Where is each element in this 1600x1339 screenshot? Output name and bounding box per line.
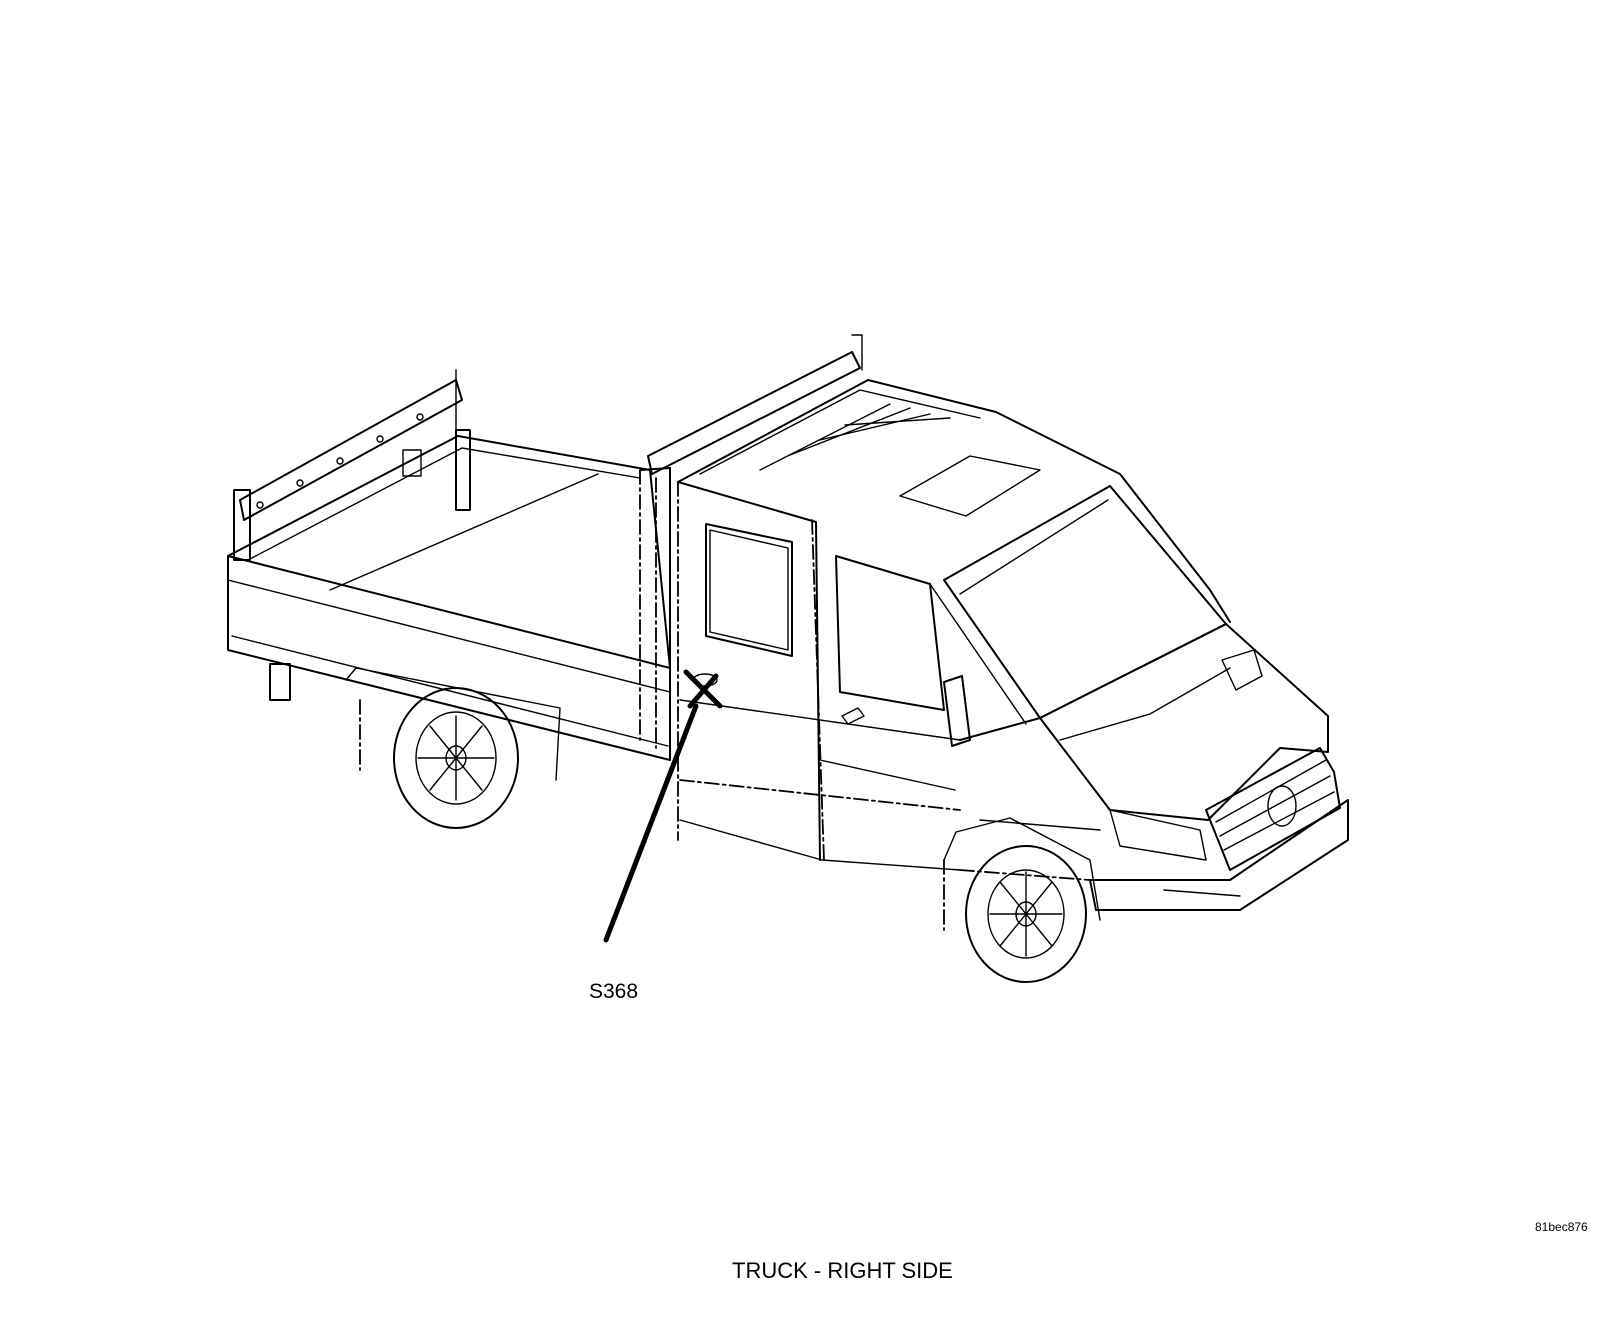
cargo-bed: [227, 334, 863, 761]
rear-wheel: [345, 667, 561, 829]
front-wheel: [943, 817, 1101, 983]
image-code: 81bec876: [1535, 1220, 1588, 1234]
s368-leader-arrow: [603, 669, 723, 943]
cab: [677, 379, 1349, 911]
callout-label-s368: S368: [589, 980, 639, 1003]
diagram-caption: TRUCK - RIGHT SIDE: [732, 1258, 953, 1283]
